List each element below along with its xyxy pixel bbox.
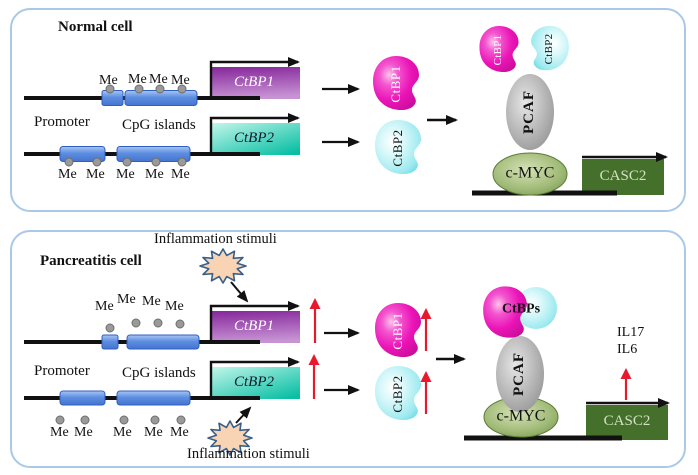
complex-ctbp1-label: CtBP1 [492, 34, 505, 66]
casc2-label: CASC2 [599, 168, 647, 185]
me-label: Me [171, 73, 190, 88]
panel-title: Pancreatitis cell [40, 253, 142, 269]
me-label: Me [142, 294, 161, 309]
casc2-label: CASC2 [603, 413, 651, 430]
il6-label: IL6 [617, 342, 638, 357]
promoter-label: Promoter [34, 363, 90, 379]
panel-title: Normal cell [58, 19, 133, 35]
me-label: Me [50, 425, 69, 440]
cpg-island-boxes [59, 334, 200, 406]
me-label: Me [74, 425, 93, 440]
ctbp2-protein-label: CtBP2 [390, 129, 406, 167]
cmyc-label: c-MYC [505, 164, 555, 182]
me-label: Me [165, 299, 184, 314]
me-label: Me [128, 72, 147, 87]
pcaf-label: PCAF [511, 352, 528, 396]
ctbp1-protein-label: CtBP1 [390, 312, 406, 350]
ctbp2-gene-box [212, 123, 300, 155]
pancreatitis-panel-diagram [24, 248, 670, 456]
complex-ctbp2-label: CtBP2 [543, 33, 556, 65]
casc2-gene-box [586, 405, 668, 440]
ctbp2-gene-box [212, 367, 300, 399]
pcaf-oval [506, 74, 554, 150]
me-label: Me [113, 425, 132, 440]
transcription-arrow-ctbp2 [209, 357, 300, 400]
stimuli-arrow-to-ctbp2 [235, 406, 252, 424]
ctbp1-gene-box [212, 311, 300, 343]
ctbp1-protein-label: CtBP1 [388, 65, 404, 103]
cpg-islands-label: CpG islands [122, 117, 196, 133]
inflammation-stimuli-label-top: Inflammation stimuli [154, 231, 277, 247]
transcription-arrow-ctbp2 [209, 113, 300, 156]
inflammation-starburst-icon [199, 248, 247, 284]
normal-cell-panel: Normal cell Me Me Me Me Promoter CpG isl… [10, 8, 686, 212]
ctbp1-gene-label: CtBP1 [234, 74, 274, 91]
me-label: Me [95, 299, 114, 314]
ctbp2-gene-label: CtBP2 [234, 130, 274, 147]
cmyc-label: c-MYC [496, 407, 546, 425]
il17-label: IL17 [617, 325, 645, 340]
me-label: Me [149, 72, 168, 87]
me-label: Me [86, 167, 105, 182]
ctbps-complex-cyan-blob [515, 287, 557, 329]
ctbps-complex-label: CtBPs [501, 301, 541, 317]
ctbp2-protein-label: CtBP2 [390, 375, 406, 413]
normal-panel-diagram [24, 25, 668, 196]
me-label: Me [170, 425, 189, 440]
transcription-arrow-ctbp1 [209, 301, 300, 344]
promoter-label: Promoter [34, 114, 90, 130]
cpg-islands-label: CpG islands [122, 365, 196, 381]
pcaf-oval [496, 336, 544, 412]
ctbp1-gene-box [212, 67, 300, 99]
ctbp2-gene-label: CtBP2 [234, 374, 274, 391]
casc2-gene-box [582, 159, 664, 195]
transcription-arrow-ctbp1 [209, 57, 300, 100]
inflammation-stimuli-label-bottom: Inflammation stimuli [187, 446, 310, 462]
me-label: Me [171, 167, 190, 182]
ctbp1-gene-label: CtBP1 [234, 318, 274, 335]
me-label: Me [99, 73, 118, 88]
methyl-dots [64, 84, 187, 167]
me-label: Me [144, 425, 163, 440]
pcaf-label: PCAF [521, 90, 538, 134]
methyl-dots [55, 318, 186, 425]
cmyc-oval [492, 152, 568, 196]
me-label: Me [117, 292, 136, 307]
me-label: Me [145, 167, 164, 182]
stimuli-arrow-to-ctbp1 [230, 281, 249, 303]
me-label: Me [58, 167, 77, 182]
pancreatitis-cell-panel: Pancreatitis cell Inflammation stimuli M… [10, 230, 686, 468]
me-label: Me [116, 167, 135, 182]
